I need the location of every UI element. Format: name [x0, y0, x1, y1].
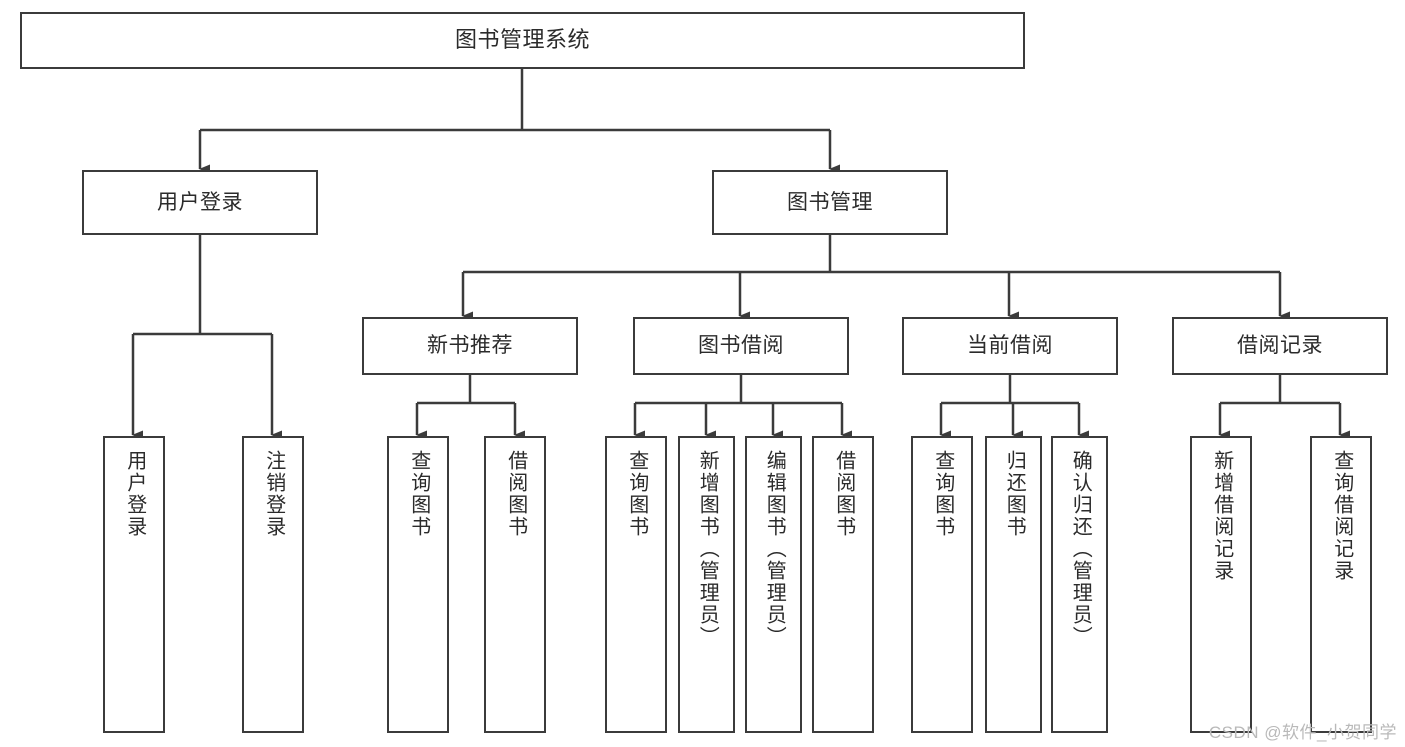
node-leaf-borrow-book[interactable]: 借阅图书: [812, 436, 874, 733]
node-leaf-edit-book-admin[interactable]: 编辑图书（管理员）: [745, 436, 802, 733]
node-label: 查询图书: [625, 450, 648, 538]
node-leaf-add-book-admin[interactable]: 新增图书（管理员）: [678, 436, 735, 733]
node-new-book-recommend[interactable]: 新书推荐: [362, 317, 578, 375]
node-label: 查询图书: [931, 450, 954, 538]
node-root[interactable]: 图书管理系统: [20, 12, 1025, 69]
node-label: 注销登录: [262, 450, 285, 538]
node-label: 借阅图书: [504, 450, 527, 538]
node-leaf-user-logout[interactable]: 注销登录: [242, 436, 304, 733]
node-label: 图书管理: [787, 190, 873, 214]
node-leaf-query-book-recommend[interactable]: 查询图书: [387, 436, 449, 733]
node-label: 新增图书（管理员）: [696, 450, 719, 648]
node-leaf-query-book-current[interactable]: 查询图书: [911, 436, 973, 733]
node-label: 编辑图书（管理员）: [763, 450, 786, 648]
node-borrow-record[interactable]: 借阅记录: [1172, 317, 1388, 375]
node-book-manage[interactable]: 图书管理: [712, 170, 948, 235]
node-label: 图书管理系统: [454, 27, 590, 53]
node-user-login[interactable]: 用户登录: [82, 170, 318, 235]
node-label: 借阅图书: [832, 450, 855, 538]
node-label: 查询图书: [407, 450, 430, 538]
node-leaf-query-borrow-record[interactable]: 查询借阅记录: [1310, 436, 1372, 733]
node-label: 图书借阅: [698, 334, 784, 358]
node-label: 用户登录: [157, 190, 243, 214]
node-label: 用户登录: [123, 450, 146, 538]
node-label: 借阅记录: [1237, 334, 1323, 358]
node-current-borrow[interactable]: 当前借阅: [902, 317, 1118, 375]
node-label: 查询借阅记录: [1330, 450, 1353, 582]
node-label: 新书推荐: [427, 334, 513, 358]
node-label: 确认归还（管理员）: [1069, 450, 1092, 648]
node-leaf-borrow-book-recommend[interactable]: 借阅图书: [484, 436, 546, 733]
node-leaf-user-login[interactable]: 用户登录: [103, 436, 165, 733]
node-label: 当前借阅: [967, 334, 1053, 358]
tree-edges: [131, 69, 1350, 440]
node-label: 归还图书: [1003, 450, 1026, 538]
watermark-label: CSDN @软件_小贺同学: [1208, 723, 1397, 742]
node-leaf-return-book[interactable]: 归还图书: [985, 436, 1042, 733]
node-book-borrow[interactable]: 图书借阅: [633, 317, 849, 375]
node-label: 新增借阅记录: [1210, 450, 1233, 582]
node-leaf-confirm-return-admin[interactable]: 确认归还（管理员）: [1051, 436, 1108, 733]
node-leaf-add-borrow-record[interactable]: 新增借阅记录: [1190, 436, 1252, 733]
node-leaf-query-book[interactable]: 查询图书: [605, 436, 667, 733]
